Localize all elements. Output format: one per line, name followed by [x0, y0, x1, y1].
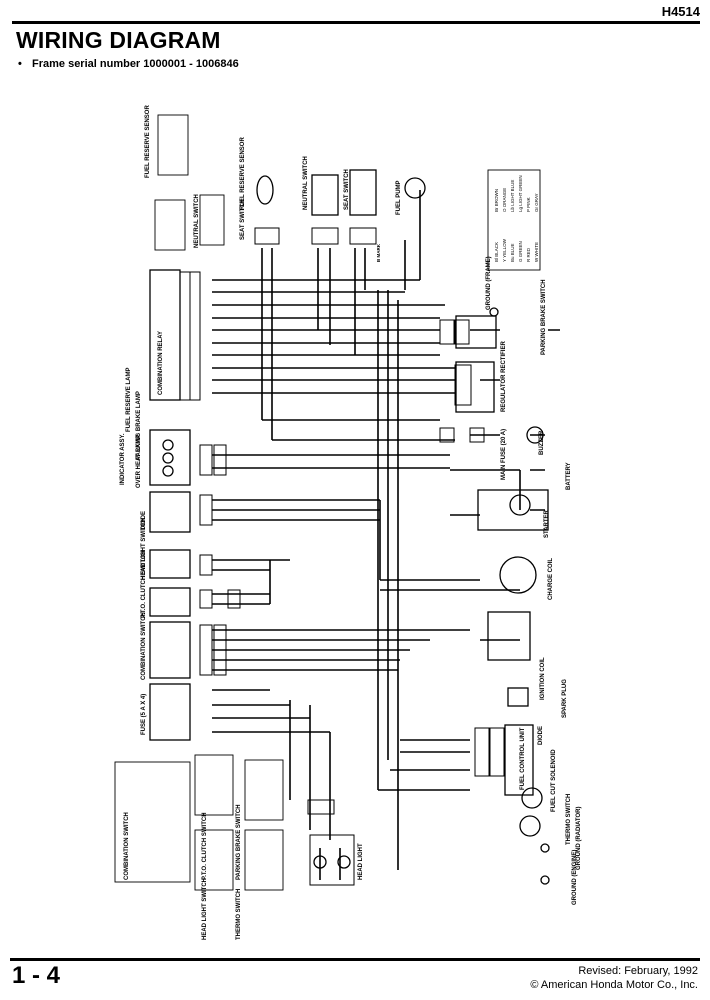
- label-battery: BATTERY: [566, 462, 572, 490]
- legend-entry-g: G GREEN: [518, 241, 523, 262]
- buzzer-symbol: [526, 426, 544, 444]
- thermo-switch-symbol: [519, 815, 541, 837]
- label-ground-frame: GROUND (FRAME): [486, 256, 492, 310]
- bottom-rule: [10, 958, 700, 961]
- label-head-light-switch: HEAD LIGHT SWITCH: [141, 518, 147, 580]
- page-title: WIRING DIAGRAM: [16, 27, 221, 53]
- frame-serial-note: • Frame serial number 1000001 - 1006846: [18, 58, 239, 70]
- label-over-heat-lamp: OVER HEAT LAMP: [136, 435, 142, 488]
- label-fuel-cut-solenoid: FUEL CUT SOLENOID: [551, 749, 557, 812]
- legend-entry-lg: Lg LIGHT GREEN: [518, 175, 523, 212]
- label-fuel-reserve-sensor-top: FUEL RESERVE SENSOR: [240, 137, 246, 210]
- label-combination-switch: COMBINATION SWITCH: [141, 612, 147, 680]
- label-charge-coil: CHARGE COIL: [548, 558, 554, 600]
- starter-motor-symbol: [509, 494, 531, 516]
- copyright: © American Honda Motor Co., Inc.: [530, 979, 698, 991]
- label-combination-relay: COMBINATION RELAY: [158, 331, 164, 395]
- footer-notes: Revised: February, 1992 © American Honda…: [530, 964, 698, 992]
- label-parking-brake-switch: PARKING BRAKE SWITCH: [541, 279, 547, 355]
- connectors: [179, 227, 505, 886]
- label-pto-switch-table: P.T.O. CLUTCH SWITCH: [202, 812, 208, 880]
- label-seat-switch: SEAT SWITCH: [240, 199, 246, 240]
- label-head-light-switch-table: HEAD LIGHT SWITCH: [202, 878, 208, 940]
- label-parking-switch-table: PARKING BRAKE SWITCH: [236, 804, 242, 880]
- label-b-mark: B MARK: [376, 243, 381, 262]
- label-neutral-switch-top: NEUTRAL SWITCH: [303, 156, 309, 210]
- label-thermo-switch: THERMO SWITCH: [566, 794, 572, 845]
- switch-tables: [114, 114, 541, 891]
- legend-entry-y: Y YELLOW: [502, 238, 507, 262]
- label-indicator-assy: INDICATOR ASSY.: [120, 433, 126, 485]
- revised-date: Revised: February, 1992: [578, 965, 698, 977]
- legend-entry-br: Br BROWN: [494, 189, 499, 212]
- label-seat-switch-top: SEAT SWITCH: [344, 169, 350, 210]
- label-fuse-5a: FUSE (5 A X 4): [141, 694, 147, 735]
- label-ground-radiator: GROUND (RADIATOR): [576, 807, 582, 870]
- legend-entry-lb: Lb LIGHT BLUE: [510, 180, 515, 212]
- label-combination-switch-table: COMBINATION SWITCH: [124, 812, 130, 880]
- label-fuel-control-unit: FUEL CONTROL UNIT: [520, 727, 526, 790]
- label-diode: DIODE: [141, 511, 147, 530]
- label-buzzer: BUZZER: [539, 430, 545, 455]
- fuel-cut-solenoid-symbol: [521, 787, 543, 809]
- component-symbols: [149, 169, 550, 885]
- label-spark-plug: SPARK PLUG: [562, 679, 568, 718]
- label-fuel-reserve-lamp: FUEL RESERVE LAMP: [126, 368, 132, 432]
- legend-entry-gr: Gr GRAY: [534, 193, 539, 212]
- document-code: H4514: [661, 4, 700, 19]
- legend-entry-r: R RED: [526, 247, 531, 262]
- legend-entry-bu: Bu BLUE: [510, 243, 515, 262]
- label-main-fuse: MAIN FUSE (20 A): [501, 429, 507, 480]
- label-diode-right: DIODE: [538, 726, 544, 745]
- label-fuel-pump: FUEL PUMP: [396, 180, 402, 215]
- label-head-light: HEAD LIGHT: [358, 843, 364, 880]
- charge-coil-symbol: [499, 556, 537, 594]
- combination-relay-body: [149, 269, 181, 401]
- ignition-coil-symbol: [487, 611, 531, 661]
- label-ignition-coil: IGNITION COIL: [540, 657, 546, 700]
- wire-harness: [212, 190, 560, 880]
- label-regulator-rectifier: REGULATOR RECTIFIER: [501, 341, 507, 412]
- component-labels: FUEL RESERVE SENSOR NEUTRAL SWITCH SEAT …: [120, 105, 582, 940]
- page-number: 1 - 4: [12, 962, 61, 989]
- label-thermo-switch-table: THERMO SWITCH: [236, 889, 242, 940]
- fuel-control-unit-symbol: [504, 724, 534, 796]
- legend-entry-w: W WHITE: [534, 242, 539, 262]
- label-starter: STARTER: [544, 509, 550, 538]
- label-parking-brake-lamp: PARKING BRAKE LAMP: [136, 391, 142, 460]
- label-pto-clutch-switch: P.T.O. CLUTCH SWITCH: [141, 550, 147, 618]
- bullet: •: [18, 58, 22, 70]
- label-fuel-reserve-sensor: FUEL RESERVE SENSOR: [145, 105, 151, 178]
- frame-serial-text: Frame serial number 1000001 - 1006846: [32, 58, 239, 70]
- label-neutral-switch: NEUTRAL SWITCH: [194, 194, 200, 248]
- legend-entry-p: P PINK: [526, 197, 531, 212]
- label-ground-engine: GROUND (ENGINE): [572, 850, 578, 905]
- legend-entry-o: O ORANGE: [502, 188, 507, 212]
- fuel-pump-symbol: [404, 177, 426, 199]
- top-rule: [12, 21, 700, 24]
- legend-entry-bl: Bl BLACK: [494, 242, 499, 262]
